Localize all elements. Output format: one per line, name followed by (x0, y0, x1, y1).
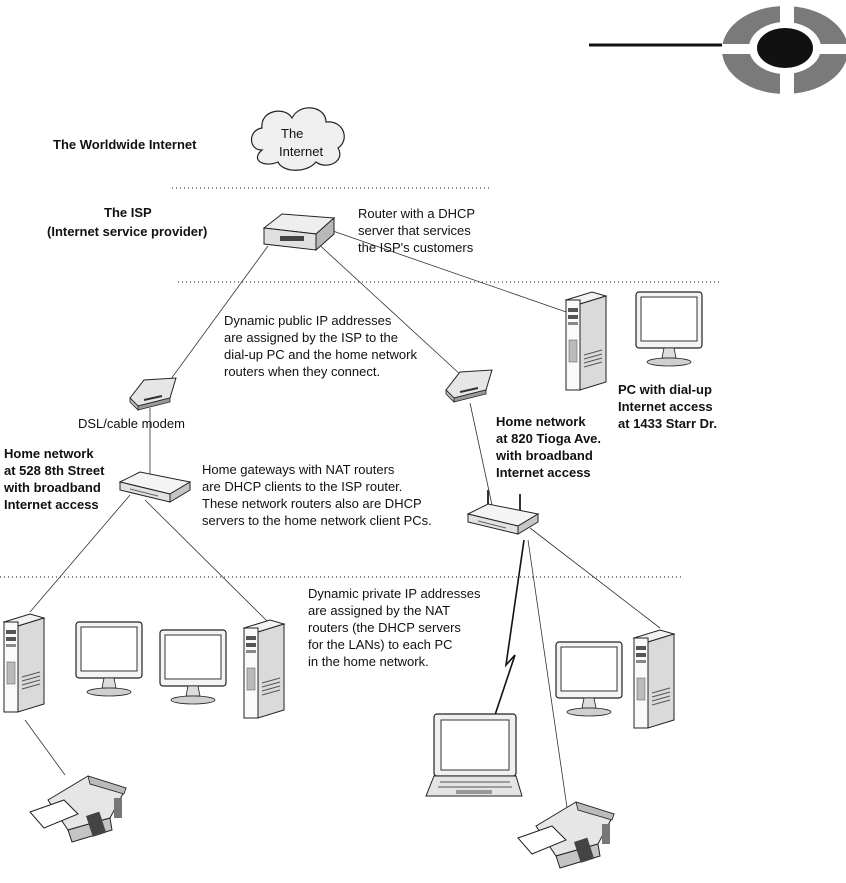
cloud-label-line2: Internet (279, 144, 323, 159)
home-gateway-528-icon (119, 471, 191, 503)
dsl-modem-icon (129, 377, 177, 411)
home-528-label-2: at 528 8th Street (4, 463, 105, 478)
cloud-label-line1: The (281, 126, 303, 141)
tier-label-isp-full: (Internet service provider) (47, 224, 207, 239)
cable-modem-icon (445, 369, 493, 403)
dialup-pc-label-3: at 1433 Starr Dr. (618, 416, 717, 431)
private-ip-note-3: routers (the DHCP servers (308, 620, 461, 635)
gateway-note-1: Home gateways with NAT routers (202, 462, 395, 477)
home-528-label-1: Home network (4, 446, 94, 461)
lan528-pc2-tower-icon (243, 619, 285, 719)
tier-label-isp: The ISP (104, 205, 152, 220)
dialup-pc-tower-icon (565, 291, 607, 391)
home-820-label-1: Home network (496, 414, 586, 429)
gateway-note-2: are DHCP clients to the ISP router. (202, 479, 402, 494)
private-ip-note-5: in the home network. (308, 654, 429, 669)
lan820-printer-icon (517, 801, 615, 869)
tier-label-internet: The Worldwide Internet (53, 137, 197, 152)
lan528-printer-icon (29, 775, 127, 843)
lan528-pc1-monitor-icon (75, 621, 143, 697)
public-ip-note-1: Dynamic public IP addresses (224, 313, 392, 328)
lan528-pc1-tower-icon (3, 613, 45, 713)
chapter-logo-icon (589, 0, 846, 100)
connection-lines (24, 229, 661, 829)
home-820-label-4: Internet access (496, 465, 591, 480)
lan820-pc-tower-icon (633, 629, 675, 729)
lan820-laptop-icon (425, 713, 523, 797)
home-820-label-3: with broadband (495, 448, 593, 463)
modem-label: DSL/cable modem (78, 416, 185, 431)
public-ip-note-2: are assigned by the ISP to the (224, 330, 398, 345)
isp-router-icon (262, 213, 336, 252)
public-ip-note-3: dial-up PC and the home network (224, 347, 417, 362)
private-ip-note-1: Dynamic private IP addresses (308, 586, 481, 601)
wireless-link-icon (493, 539, 525, 719)
home-528-label-4: Internet access (4, 497, 99, 512)
lan820-pc-monitor-icon (555, 641, 623, 717)
wireless-router-820-icon (467, 490, 539, 535)
isp-router-note-2: server that services (358, 223, 471, 238)
lan528-pc2-monitor-icon (159, 629, 227, 705)
home-820-label-2: at 820 Tioga Ave. (496, 431, 601, 446)
gateway-note-3: These network routers also are DHCP (202, 496, 422, 511)
private-ip-note-4: for the LANs) to each PC (308, 637, 453, 652)
dialup-pc-label-1: PC with dial-up (618, 382, 712, 397)
private-ip-note-2: are assigned by the NAT (308, 603, 450, 618)
isp-router-note-3: the ISP's customers (358, 240, 474, 255)
internet-cloud-icon (250, 107, 345, 171)
dialup-pc-monitor-icon (635, 291, 703, 367)
home-528-label-3: with broadband (3, 480, 101, 495)
isp-router-note-1: Router with a DHCP (358, 206, 475, 221)
dialup-pc-label-2: Internet access (618, 399, 713, 414)
public-ip-note-4: routers when they connect. (224, 364, 380, 379)
gateway-note-4: servers to the home network client PCs. (202, 513, 432, 528)
